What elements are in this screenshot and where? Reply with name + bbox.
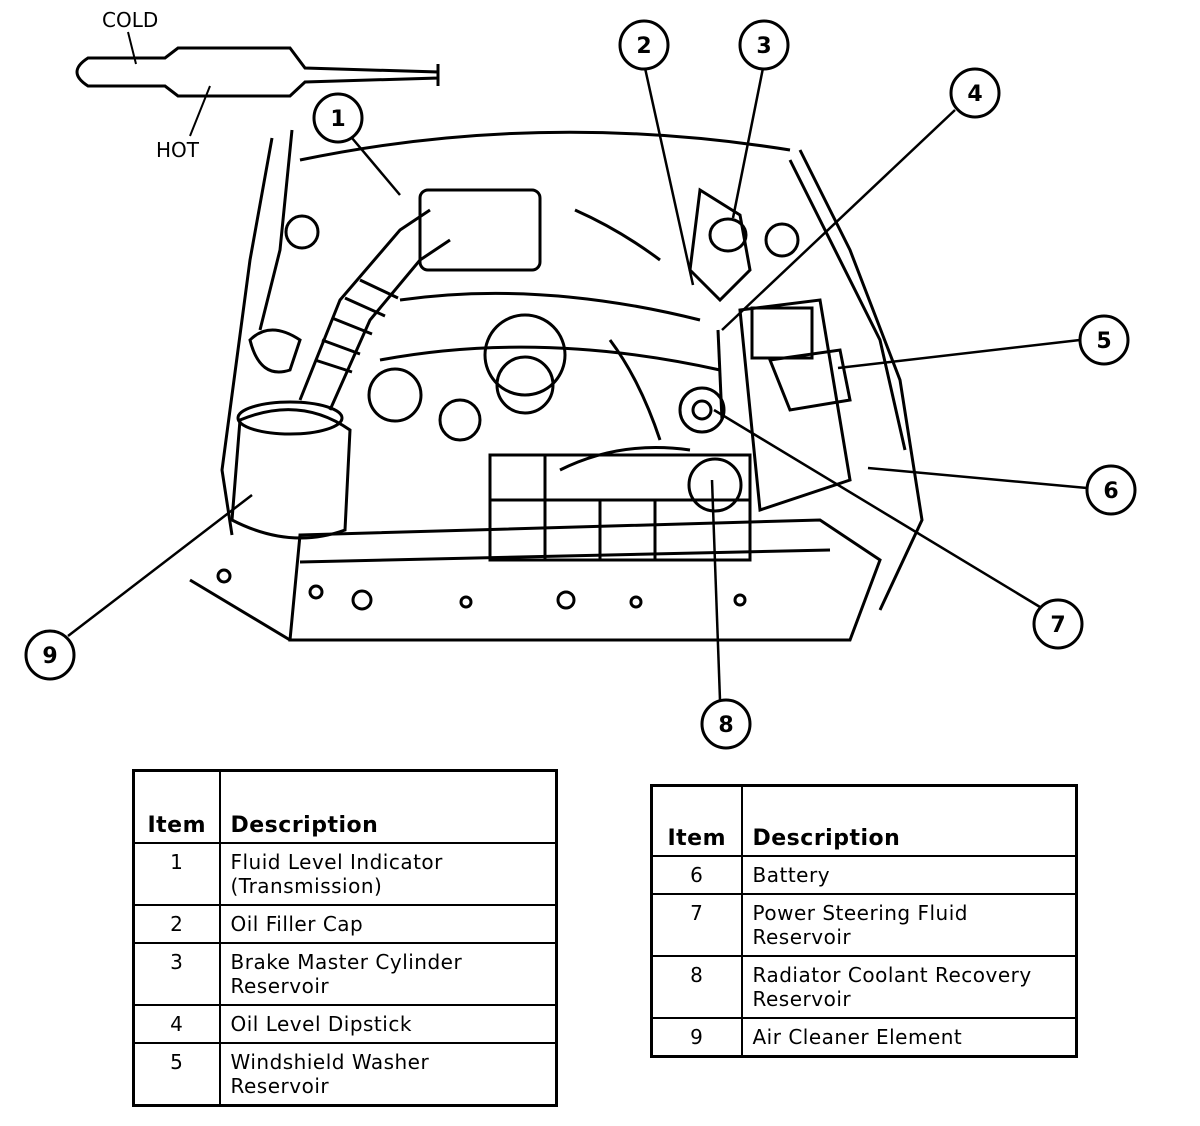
callout-3-label: 3 [756,34,771,59]
item-number: 3 [132,941,221,1006]
callout-2-label: 2 [636,34,651,59]
item-description: Windshield Washer Reservoir [218,1041,558,1106]
callout-1: 1 [312,92,364,144]
dipstick-illustration [75,31,440,137]
callout-3: 3 [738,19,790,71]
item-number: 4 [132,1003,221,1044]
callout-4: 4 [949,67,1001,119]
table-row: 7 Power Steering Fluid Reservoir [650,892,1078,957]
item-number: 6 [650,854,743,895]
legend-table-left: Item Description 1 Fluid Level Indicator… [132,769,558,1107]
item-description: Power Steering Fluid Reservoir [740,892,1078,957]
callout-1-label: 1 [330,107,345,132]
callout-2: 2 [618,19,670,71]
legend-header-row: Item Description [132,769,558,844]
callout-leaders [67,67,1088,701]
table-row: 3 Brake Master Cylinder Reservoir [132,941,558,1006]
table-row: 4 Oil Level Dipstick [132,1003,558,1044]
item-description: Fluid Level Indicator (Transmission) [218,841,558,906]
engine-compartment-diagram: COLD HOT [24,8,1137,750]
item-number: 1 [132,841,221,906]
callout-5-label: 5 [1096,329,1111,354]
table-row: 5 Windshield Washer Reservoir [132,1041,558,1106]
item-description: Air Cleaner Element [740,1016,1078,1057]
item-description: Radiator Coolant Recovery Reservoir [740,954,1078,1019]
callout-5: 5 [1078,314,1130,366]
column-header-item: Item [650,784,743,857]
callout-7: 7 [1032,598,1084,650]
legend-header-row: Item Description [650,784,1078,857]
callout-8-label: 8 [718,713,733,738]
callout-4-label: 4 [967,82,982,107]
column-header-description: Description [218,769,558,844]
callout-6-label: 6 [1103,479,1118,504]
engine-bay-drawing [189,129,924,642]
table-row: 8 Radiator Coolant Recovery Reservoir [650,954,1078,1019]
callout-8: 8 [700,698,752,750]
item-description: Oil Level Dipstick [218,1003,558,1044]
legend-table-right: Item Description 6 Battery 7 Power Steer… [650,784,1078,1058]
table-row: 1 Fluid Level Indicator (Transmission) [132,841,558,906]
item-description: Brake Master Cylinder Reservoir [218,941,558,1006]
item-description: Oil Filler Cap [218,903,558,944]
column-header-item: Item [132,769,221,844]
item-number: 2 [132,903,221,944]
callout-6: 6 [1085,464,1137,516]
callout-9: 9 [24,629,76,681]
cold-label: COLD [102,8,158,32]
hot-label: HOT [156,138,200,162]
callout-7-label: 7 [1050,613,1065,638]
table-row: 9 Air Cleaner Element [650,1016,1078,1057]
table-row: 2 Oil Filler Cap [132,903,558,944]
item-number: 8 [650,954,743,1019]
item-number: 9 [650,1016,743,1057]
item-number: 7 [650,892,743,957]
item-number: 5 [132,1041,221,1106]
table-row: 6 Battery [650,854,1078,895]
column-header-description: Description [740,784,1078,857]
callout-9-label: 9 [42,644,57,669]
item-description: Battery [740,854,1078,895]
